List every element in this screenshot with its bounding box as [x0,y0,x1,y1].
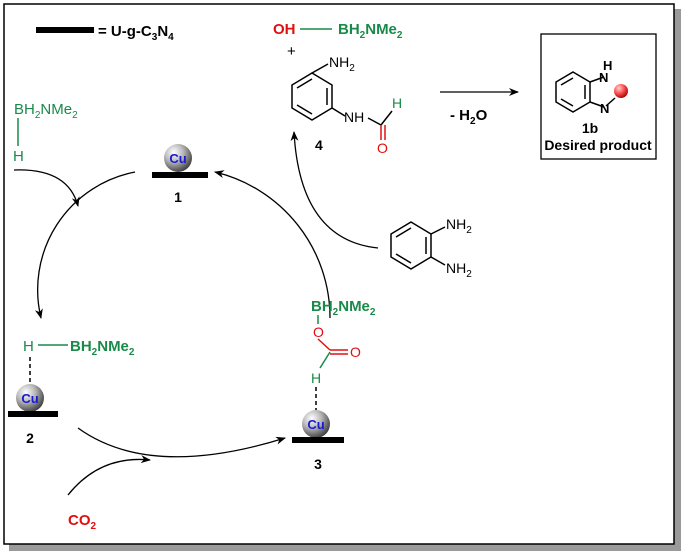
dia-suba: 2 [466,225,472,236]
svg-text:NH2: NH2 [329,54,355,74]
svg-text:BH2NMe2: BH2NMe2 [338,21,403,41]
svg-text:- H2O: - H2O [450,107,488,127]
svg-text:CO2: CO2 [68,512,97,532]
co2-co: CO [68,512,91,529]
catalyst-1: Cu 1 [152,144,208,205]
reagent-sub2b: 2 [397,30,403,41]
reagent-oh: OH [273,21,296,38]
bt-h: H [13,148,24,165]
arrow-co2-in [67,455,151,496]
dia-nh2a: NH [446,216,466,232]
svg-text:NH2: NH2 [446,260,472,280]
reagent-bh: BH [338,21,360,38]
water-sub: 2 [470,116,476,127]
product-n2: N [600,101,609,116]
legend-sub3: 3 [152,32,158,43]
svg-text:BH2NMe2: BH2NMe2 [70,338,135,358]
label-3: 3 [314,456,322,472]
i2-bh: BH [70,338,92,355]
c4-label: 4 [315,137,323,153]
i3-nme: NMe [338,298,370,315]
cu-ball-2 [16,384,44,412]
legend-n: N [157,23,168,40]
co2-sub: 2 [91,521,97,532]
c4-sub2: 2 [349,63,355,74]
c4-h: H [392,95,402,111]
water-o: O [476,107,488,124]
dia-nh2b: NH [446,260,466,276]
reagent-nme: NMe [365,21,397,38]
borane-h-top: BH2NMe2 H [13,101,78,165]
cu-ball-1 [164,144,192,172]
cycle-arc-right [214,170,331,319]
legend: = U-g-C3N4 [36,23,174,43]
intermediate-3: BH2NMe2 O O H Cu 3 [292,298,376,472]
cu-3: Cu [307,417,324,432]
c4-o: O [377,140,388,156]
cu-ball-3 [302,410,330,438]
i3-h: H [311,370,321,386]
c4-nh2: NH [329,54,349,70]
compound-4: NH2 NH H O 4 [291,54,402,156]
dia-subb: 2 [466,269,472,280]
label-1: 1 [174,189,182,205]
reagent-plus: + [287,43,296,60]
svg-text:BH2NMe2: BH2NMe2 [311,298,376,318]
cycle-arc-left [35,171,136,319]
arrow-2-to-3 [77,427,286,458]
i3-o2: O [350,344,361,360]
reagent-sub2: 2 [360,30,366,41]
reagent-oh-borane: OH BH2NMe2 + [273,21,403,60]
label-2: 2 [26,430,34,446]
i2-nme: NMe [97,338,129,355]
i2-h: H [23,338,34,355]
product-box: H N N 1b Desired product [540,33,657,160]
bt-sub2b: 2 [72,110,78,121]
i2-sub2b: 2 [129,347,135,358]
i3-bh: BH [311,298,333,315]
product-red-atom [614,84,628,98]
arrow-to-4 [290,131,379,249]
svg-text:BH2NMe2: BH2NMe2 [14,101,78,121]
c4-nh: NH [344,109,364,125]
product-h: H [603,58,612,73]
svg-text:NH2: NH2 [446,216,472,236]
bt-bh: BH [14,101,35,118]
legend-sub4: 4 [168,32,174,43]
diamine: NH2 NH2 [390,216,472,280]
bt-nme: NMe [40,101,72,118]
i3-o1: O [313,324,324,340]
water-loss: - H [450,107,470,124]
bt-sub2: 2 [35,110,41,121]
product-n1: N [599,70,608,85]
i2-sub2: 2 [92,347,98,358]
legend-bar [36,27,94,33]
legend-eq: = U-g-C [98,23,152,40]
i3-sub2b: 2 [370,307,376,318]
intermediate-2: H BH2NMe2 Cu 2 [8,338,135,446]
i3-sub2: 2 [333,307,339,318]
cu-2: Cu [21,391,38,406]
product-label: 1b [582,120,598,136]
arrow-borane-in [13,169,80,207]
product-desc: Desired product [544,137,652,153]
cu-1: Cu [169,151,186,166]
svg-text:= U-g-C3N4: = U-g-C3N4 [98,23,174,43]
